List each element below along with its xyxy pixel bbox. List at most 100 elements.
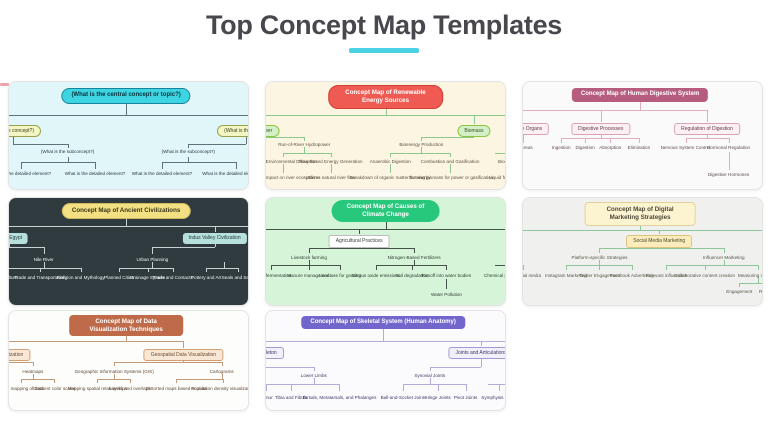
connector-line <box>330 152 332 157</box>
connector-line <box>739 282 762 284</box>
map-node-label: Liquid fuels from crops <box>489 175 505 181</box>
connector-line <box>20 162 22 169</box>
map-node-label: Enteric fermentation <box>265 272 292 278</box>
connector-line <box>20 379 22 384</box>
connector-line <box>728 137 730 143</box>
connector-line <box>640 96 642 110</box>
map-node-label: Flow-Based Energy Generation <box>298 159 363 165</box>
template-card-ancient-civilizations[interactable]: Concept Map of Ancient CivilizationsAnci… <box>8 197 249 306</box>
map-node-label: Soil degradation <box>395 272 429 278</box>
template-card-digital-marketing[interactable]: Concept Map of Digital Marketing Strateg… <box>522 197 763 306</box>
map-node-label: Reach <box>758 288 763 294</box>
connector-line <box>126 212 128 226</box>
connector-line <box>266 340 505 342</box>
map-node-label: Digestive Hormones <box>707 171 750 177</box>
connector-line <box>20 162 96 164</box>
connector-line <box>304 147 306 153</box>
connector-line <box>385 105 387 116</box>
connector-line <box>385 219 387 230</box>
map-node-label: Agriculture <box>8 275 18 281</box>
map-node-label: Cartograms <box>209 369 234 375</box>
connector-line <box>758 265 760 270</box>
connector-line <box>80 267 82 272</box>
connector-line <box>631 265 633 270</box>
connector-line <box>172 267 174 272</box>
map-node-label: Gradient color scales <box>32 386 76 392</box>
title-node: Concept Map of Ancient Civilizations <box>61 203 191 220</box>
branch-node: Digestive Processes <box>571 122 631 135</box>
connector-line <box>9 340 184 342</box>
connector-line <box>390 164 392 173</box>
template-card-skeletal-system[interactable]: Concept Map of Skeletal System (Human An… <box>265 310 506 411</box>
map-node-label: Land use for grazing <box>319 272 362 278</box>
connector-line <box>313 378 315 385</box>
branch-node: Social Media Marketing <box>626 235 693 248</box>
connector-line <box>266 384 340 386</box>
map-node-label: Influencer Marketing <box>702 254 745 260</box>
map-node-label: What is the detailed element? <box>131 170 193 176</box>
connector-line <box>152 247 154 254</box>
connector-line <box>523 109 708 111</box>
connector-line <box>118 267 120 272</box>
connector-line <box>309 265 311 270</box>
connector-line <box>390 152 451 154</box>
map-node-label: Run-of-River Hydropower <box>278 141 331 147</box>
connector-line <box>390 152 392 157</box>
connector-line <box>282 152 331 154</box>
connector-line <box>309 248 415 250</box>
connector-line <box>97 379 130 381</box>
template-card-human-digestive-system[interactable]: Concept Map of Human Digestive SystemDig… <box>522 81 763 190</box>
branch-node: Biomass <box>457 124 491 138</box>
connector-line <box>599 248 724 250</box>
title-node: Concept Map of Skeletal System (Human An… <box>301 315 465 330</box>
connector-line <box>495 265 505 267</box>
connector-line <box>221 362 223 367</box>
map-node-label: Religion and Mythology <box>56 275 105 281</box>
connector-line <box>685 137 687 143</box>
map-node-label: Collaborative content creation <box>674 272 736 278</box>
map-node-label: Hinge Joints <box>425 395 451 401</box>
map-node-label: Measuring influence <box>737 272 762 278</box>
connector-line <box>704 265 706 270</box>
connector-line <box>161 162 237 164</box>
map-node-label: Nervous System Control <box>660 145 711 151</box>
branch-node: Indus Valley Civilization <box>182 233 247 244</box>
connector-line <box>481 340 483 346</box>
connector-line <box>9 362 33 364</box>
connector-line <box>340 265 342 270</box>
map-node-label: Tarsals, Metatarsals, and Phalanges <box>302 395 377 401</box>
map-node-label: Digestion <box>575 145 595 151</box>
connector-line <box>446 265 448 270</box>
map-node-label: Population density visualization <box>190 386 249 392</box>
title-node: Concept Map of Causes of Climate Change <box>331 200 440 222</box>
connector-line <box>446 279 448 289</box>
template-card-renewable-energy[interactable]: Concept Map of Renewable Energy SourcesH… <box>265 81 506 190</box>
map-node-label: Lower Limbs <box>300 373 327 379</box>
connector-line <box>176 379 178 384</box>
connector-line <box>238 267 240 272</box>
connector-line <box>266 384 267 392</box>
connector-line <box>600 132 602 138</box>
connector-line <box>245 135 247 145</box>
map-node-label: Femur <box>265 395 273 401</box>
connector-line <box>9 247 44 249</box>
connector-line <box>495 152 505 154</box>
map-node-label: Relevant influencers <box>645 272 688 278</box>
template-card-generic-concept-map[interactable]: (What is the central concept or topic?)(… <box>8 81 249 190</box>
connector-line <box>43 262 45 268</box>
connector-line <box>266 229 505 231</box>
connector-line <box>147 267 149 272</box>
connector-line <box>114 362 116 367</box>
connector-line <box>32 374 34 380</box>
title-node: Concept Map of Digital Marketing Strateg… <box>584 202 696 226</box>
connector-line <box>561 137 563 143</box>
connector-line <box>152 262 154 268</box>
map-node-label: Synovial Joints <box>414 373 446 379</box>
connector-line <box>599 265 601 270</box>
map-node-label: Geographic Information Systems (GIS) <box>74 369 154 375</box>
connector-line <box>313 367 315 372</box>
template-card-data-visualization[interactable]: Concept Map of Data Visualization Techni… <box>8 310 249 411</box>
connector-line <box>206 267 208 272</box>
connector-line <box>32 362 34 367</box>
